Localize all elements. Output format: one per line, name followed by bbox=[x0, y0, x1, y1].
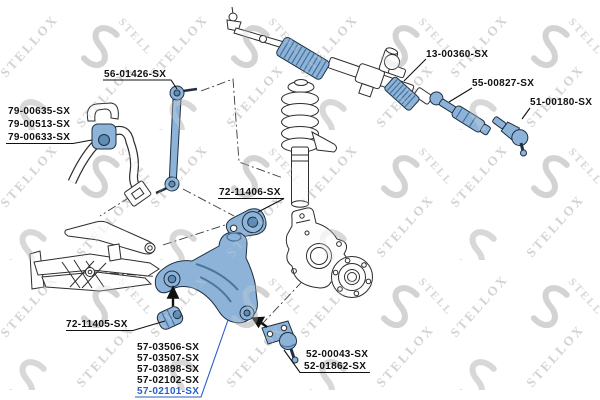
label-control-arm-1: 57-03506-SX bbox=[137, 342, 199, 353]
label-control-arm-highlighted[interactable]: 57-02101-SX bbox=[137, 386, 199, 397]
label-ball-joint-2: 52-01862-SX bbox=[304, 361, 366, 372]
label-rear-bushing: 72-11406-SX bbox=[219, 187, 281, 198]
label-stab-bushing-2: 79-00513-SX bbox=[8, 119, 70, 130]
label-steering-boot: 13-00360-SX bbox=[426, 49, 488, 60]
label-front-bushing: 72-11405-SX bbox=[66, 319, 128, 330]
label-control-arm-2: 57-03507-SX bbox=[137, 353, 199, 364]
label-tie-rod-end: 51-00180-SX bbox=[530, 97, 592, 108]
label-ball-joint-1: 52-00043-SX bbox=[306, 349, 368, 360]
label-inner-tie-rod: 55-00827-SX bbox=[472, 78, 534, 89]
label-stab-bushing-3: 79-00633-SX bbox=[8, 132, 70, 143]
label-stab-bushing-1: 79-00635-SX bbox=[8, 106, 70, 117]
leader-lines bbox=[6, 58, 531, 398]
label-control-arm-3: 57-03898-SX bbox=[137, 364, 199, 375]
label-control-arm-4: 57-02102-SX bbox=[137, 375, 199, 386]
label-stabilizer-link: 56-01426-SX bbox=[104, 69, 166, 80]
part-labels: 56-01426-SX 79-00635-SX 79-00513-SX 79-0… bbox=[8, 49, 592, 397]
highlight-leader-line bbox=[135, 319, 229, 398]
